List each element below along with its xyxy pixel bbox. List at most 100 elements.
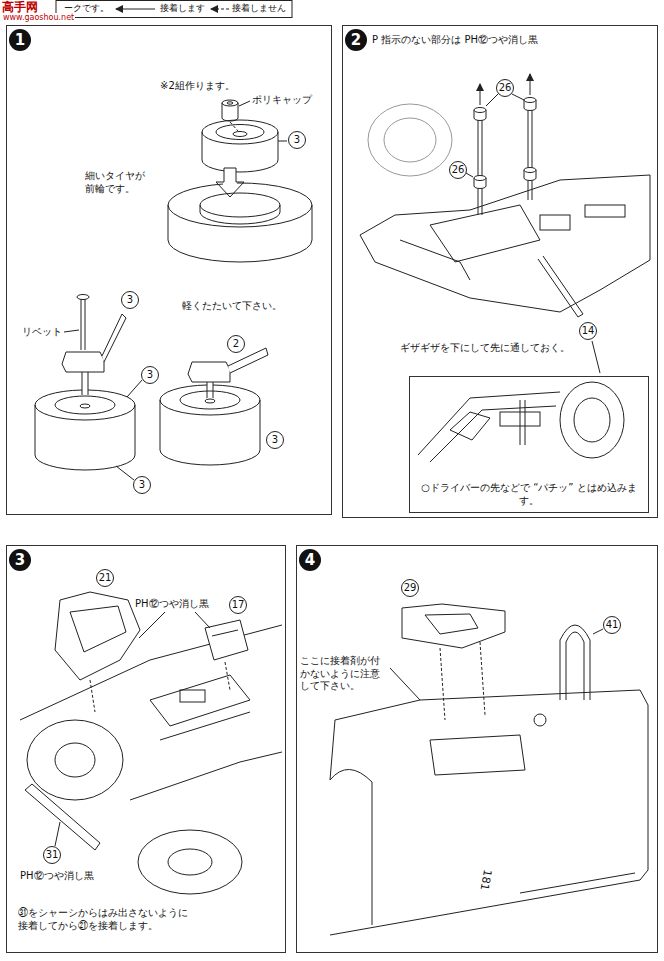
instruction-note: リベット (22, 326, 62, 339)
kingpin-posts-part (524, 168, 536, 173)
chassis-floor-part (534, 714, 546, 726)
left-wheel-part (55, 396, 115, 414)
chassis-rear-part (90, 680, 95, 712)
inset-detail-part (574, 398, 610, 442)
axle-part-part (62, 352, 104, 372)
right-wheel-part (160, 400, 260, 465)
step-number: 1 (9, 29, 31, 51)
instruction-note: ここに接着剤が付 かないように注意 して下さい。 (300, 655, 388, 693)
callout-number: 3 (133, 476, 151, 494)
callout-number: 3 (288, 131, 306, 149)
rear-wheel-part (138, 830, 242, 894)
left-wheel-part (80, 404, 90, 408)
front-tire-part (200, 193, 280, 217)
callout-number: 2 (227, 335, 245, 353)
rivet-part (81, 299, 85, 350)
chassis-floor-part (330, 720, 372, 925)
chassis-floor-part (390, 668, 420, 700)
front-tire-part (200, 205, 280, 224)
left-wheel-part (35, 405, 135, 470)
kingpin-posts-part (478, 118, 482, 215)
axle-part-2 (188, 348, 268, 398)
chassis-floor (330, 668, 648, 935)
part-17-part (195, 612, 210, 628)
chassis-rear-part (130, 752, 282, 800)
part-21-part (70, 606, 126, 652)
axle-part-2-part (207, 382, 213, 398)
instruction-note: 軽くたたいて下さい。 (182, 300, 282, 313)
part-21-part (55, 592, 140, 680)
ghost-tire (368, 104, 452, 176)
chassis-front-part (560, 175, 650, 312)
axle-part-part (82, 372, 88, 395)
kingpin-posts-part (474, 108, 486, 113)
header-strip-part (56, 1, 292, 18)
wheel-hub-part (202, 132, 278, 172)
chassis-rear-part (160, 712, 250, 740)
part-17-part (205, 620, 248, 660)
callout-number: 21 (96, 569, 114, 587)
ghost-tire-part (384, 118, 436, 162)
right-wheel (160, 385, 260, 465)
rivet (64, 295, 89, 351)
wheel-hub-part (233, 132, 247, 137)
front-tire-part (168, 183, 312, 227)
kingpin-posts-part (528, 108, 532, 200)
chassis-rear-part (225, 662, 230, 690)
tie-rod-part (592, 341, 600, 373)
inset-detail-part (500, 412, 540, 426)
left-wheel (35, 390, 135, 470)
front-tire-part (168, 205, 312, 262)
callout-number: 26 (496, 79, 514, 97)
part-29 (402, 604, 505, 720)
header-strip-part (211, 9, 229, 10)
kingpin-posts-part (466, 173, 473, 177)
polycap-part (222, 100, 238, 106)
instruction-note: 細いタイヤが 前輪です。 (85, 170, 155, 195)
callout-number: 17 (229, 596, 247, 614)
chassis-front-part (585, 205, 625, 217)
part-17-part (212, 630, 238, 636)
rear-wheel-part (168, 849, 212, 875)
chassis-floor-part (520, 873, 635, 893)
note-text: ○ドライバーの先などで “パチッ” とはめ込みます。 (416, 481, 642, 507)
right-wheel-part (205, 399, 215, 403)
inset-detail-part (418, 392, 560, 455)
callout-number: 26 (449, 161, 467, 179)
part-29-part (425, 614, 478, 634)
chassis-front-part (360, 175, 650, 235)
instruction-note: PH⑫つや消し黒 (135, 598, 209, 611)
instruction-note: ギザギザを下にして先に通しておく。 (400, 342, 570, 355)
kingpin-posts-part (524, 98, 536, 103)
axle-part-2-part (188, 362, 230, 382)
chassis-floor-part (430, 735, 525, 775)
inset-detail-part (520, 400, 525, 445)
instruction-note: ㉛をシャーシからはみ出さないように 接着してから㉑を接着します。 (18, 907, 198, 932)
rear-wheel-part (27, 720, 123, 800)
left-wheel-part (35, 390, 135, 420)
kingpin-posts-part (474, 176, 486, 181)
ghost-tire-part (368, 104, 452, 176)
wheel-hub-part (278, 141, 287, 142)
polycap-part (239, 101, 250, 106)
part-29-part (440, 642, 485, 720)
roll-bar-41-part (560, 625, 590, 700)
part-17 (195, 612, 248, 660)
step-number: 2 (345, 29, 367, 51)
chassis-rear-part (180, 690, 205, 702)
instruction-note: PH⑫つや消し黒 (20, 870, 94, 883)
instruction-note: ポリキャップ (252, 94, 312, 107)
right-wheel-part (160, 385, 260, 415)
inset-detail (418, 382, 624, 462)
chassis-front-part (430, 205, 540, 262)
part-31 (25, 784, 100, 850)
chassis-front-part (400, 240, 470, 280)
rivet-part (64, 330, 79, 332)
tie-rod-part (538, 256, 583, 317)
chassis-front-part (540, 215, 570, 230)
roll-bar-41-part (593, 629, 603, 634)
watermark: www.gaoshou.net (2, 13, 75, 23)
chassis-front (360, 175, 650, 312)
chassis-rear-part (150, 675, 250, 726)
